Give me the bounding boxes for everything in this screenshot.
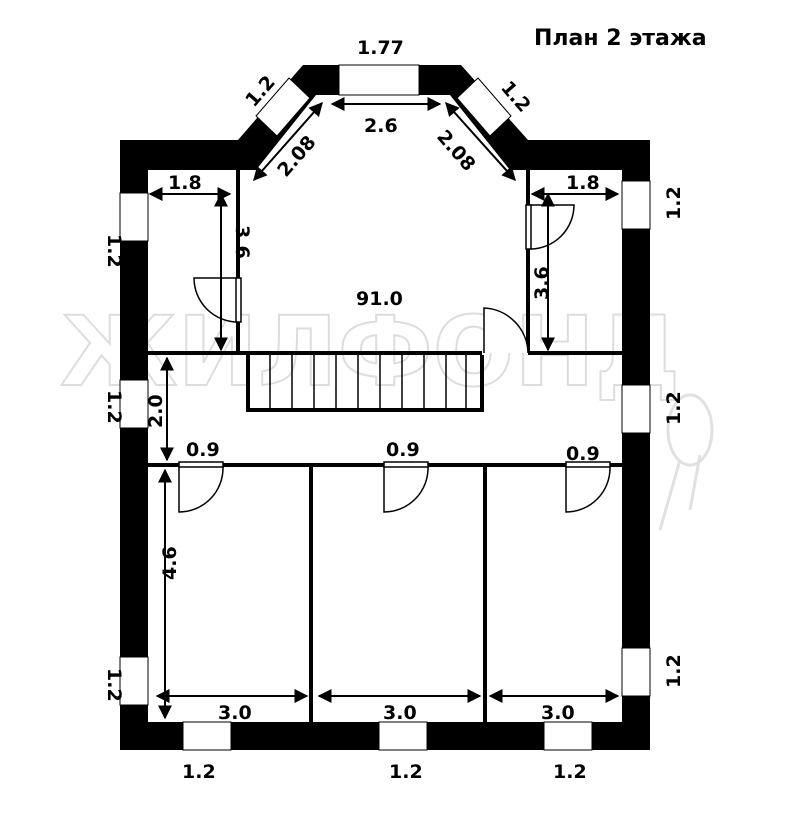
dim-window-right-top: 1.2 xyxy=(663,186,685,220)
window-bottom-2 xyxy=(378,721,428,751)
dim-left-room-width: 1.8 xyxy=(168,172,202,194)
dim-door-room-1: 0.9 xyxy=(186,439,220,461)
door-room-1 xyxy=(178,466,224,513)
door-right-room xyxy=(529,204,575,250)
dim-door-room-3: 0.9 xyxy=(566,443,600,465)
dimension-lines xyxy=(148,97,620,720)
door-leaf-room-1 xyxy=(178,461,224,468)
plan-title: План 2 этажа xyxy=(534,26,707,51)
dim-bay-inner-width: 2.6 xyxy=(364,115,398,137)
dim-room-1-width: 3.0 xyxy=(218,702,252,724)
key-watermark-icon xyxy=(658,393,714,531)
dim-left-room-depth: 3.6 xyxy=(231,225,253,259)
outer-walls xyxy=(120,65,650,750)
door-room-3 xyxy=(565,466,611,513)
interior-walls xyxy=(148,170,622,722)
dim-window-right-mid: 1.2 xyxy=(663,391,685,425)
window-left-bottom xyxy=(119,656,149,706)
dim-window-bottom-2: 1.2 xyxy=(389,761,423,783)
window-right-top xyxy=(621,180,651,230)
window-right-mid xyxy=(621,384,651,434)
dim-window-right-bottom: 1.2 xyxy=(663,654,685,688)
window-bottom-3 xyxy=(543,721,593,751)
dim-corridor-depth: 2.0 xyxy=(145,394,167,428)
staircase xyxy=(246,355,484,412)
window-left-top xyxy=(119,192,149,242)
dim-right-room-depth: 3.6 xyxy=(531,266,553,300)
door-leaf-left-room xyxy=(235,277,242,323)
dim-window-bottom-3: 1.2 xyxy=(553,761,587,783)
dim-window-left-mid: 1.2 xyxy=(103,390,125,424)
door-hall xyxy=(483,307,529,354)
dim-window-left-top: 1.2 xyxy=(103,234,125,268)
door-leaf-room-3 xyxy=(565,461,611,468)
dim-right-room-width: 1.8 xyxy=(566,172,600,194)
dim-window-left-bottom: 1.2 xyxy=(103,668,125,702)
window-right-bottom xyxy=(621,647,651,697)
total-area: 91.0 xyxy=(356,288,403,310)
window-bay-top xyxy=(338,64,420,96)
window-bottom-1 xyxy=(182,721,232,751)
door-leaf-room-2 xyxy=(383,461,429,468)
dim-bay-top-window: 1.77 xyxy=(357,37,404,59)
dim-window-bottom-1: 1.2 xyxy=(182,761,216,783)
dim-room-3-width: 3.0 xyxy=(541,702,575,724)
window-left-mid xyxy=(119,379,149,429)
dim-door-room-2: 0.9 xyxy=(386,439,420,461)
dim-room-2-width: 3.0 xyxy=(383,702,417,724)
dim-room-1-depth: 4.6 xyxy=(159,546,181,580)
door-room-2 xyxy=(383,466,429,513)
door-leaf-right-room xyxy=(525,204,532,250)
